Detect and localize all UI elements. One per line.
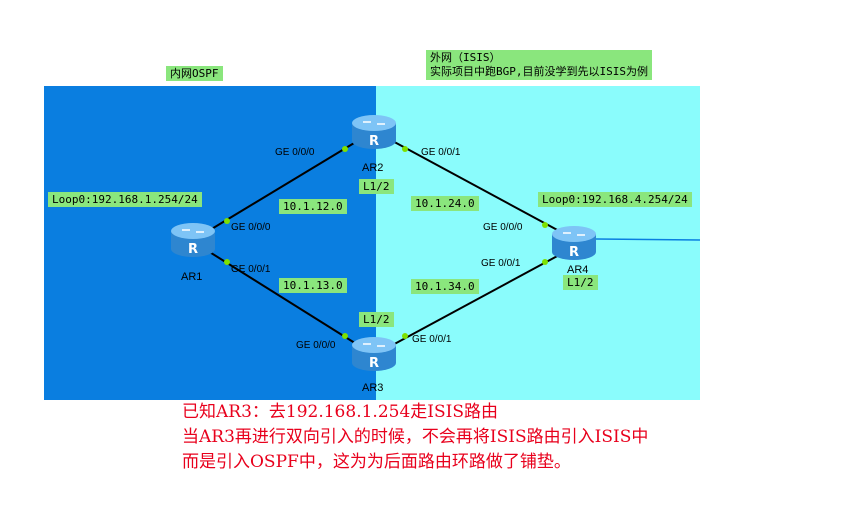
router-icon[interactable]: R bbox=[549, 222, 599, 266]
interface-ar1-ge000: GE 0/0/0 bbox=[231, 222, 271, 233]
port-dot-ar1-ge001 bbox=[224, 259, 230, 265]
svg-text:R: R bbox=[569, 245, 579, 260]
svg-text:R: R bbox=[369, 356, 379, 371]
explanation-note: 已知AR3：去192.168.1.254走ISIS路由 当AR3再进行双向引入的… bbox=[182, 400, 648, 475]
interface-ar2-ge001: GE 0/0/1 bbox=[421, 147, 461, 158]
port-dot-ar4-ge000 bbox=[542, 222, 548, 228]
note-line-3: 而是引入OSPF中，这为为后面路由环路做了铺垫。 bbox=[182, 452, 571, 472]
isis-level-ar3-tag: L1/2 bbox=[359, 312, 394, 327]
interface-ar4-ge000: GE 0/0/0 bbox=[483, 222, 523, 233]
ospf-area-label: 内网OSPF bbox=[166, 66, 223, 81]
port-dot-ar3-ge001 bbox=[402, 333, 408, 339]
port-dot-ar4-ge001 bbox=[542, 259, 548, 265]
interface-ar4-ge001: GE 0/0/1 bbox=[481, 258, 521, 269]
loopback-ar1-tag: Loop0:192.168.1.254/24 bbox=[48, 192, 202, 207]
subnet-ar2-ar4-tag: 10.1.24.0 bbox=[411, 196, 479, 211]
router-icon[interactable]: R bbox=[349, 111, 399, 155]
note-line-2: 当AR3再进行双向引入的时候，不会再将ISIS路由引入ISIS中 bbox=[182, 427, 649, 447]
port-dot-ar2-ge001 bbox=[402, 146, 408, 152]
interface-ar3-ge000: GE 0/0/0 bbox=[296, 340, 336, 351]
note-line-1: 已知AR3：去192.168.1.254走ISIS路由 bbox=[182, 402, 498, 422]
router-icon[interactable]: R bbox=[168, 219, 218, 263]
isis-area-label-note: 实际项目中跑BGP,目前没学到先以ISIS为例 bbox=[430, 65, 648, 78]
port-dot-ar3-ge000 bbox=[342, 333, 348, 339]
svg-text:R: R bbox=[188, 242, 198, 257]
router-name-ar1: AR1 bbox=[181, 271, 203, 283]
loopback-ar4-tag: Loop0:192.168.4.254/24 bbox=[538, 192, 692, 207]
subnet-ar3-ar4-tag: 10.1.34.0 bbox=[411, 279, 479, 294]
router-name-ar3: AR3 bbox=[362, 382, 384, 394]
port-dot-ar1-ge000 bbox=[224, 218, 230, 224]
isis-area-label-title: 外网（ISIS） bbox=[430, 51, 501, 64]
isis-area-label: 外网（ISIS） 实际项目中跑BGP,目前没学到先以ISIS为例 bbox=[426, 50, 652, 80]
interface-ar1-ge001: GE 0/0/1 bbox=[231, 264, 271, 275]
isis-area bbox=[376, 86, 700, 400]
subnet-ar1-ar2-tag: 10.1.12.0 bbox=[279, 199, 347, 214]
svg-text:R: R bbox=[369, 134, 379, 149]
router-icon[interactable]: R bbox=[349, 333, 399, 377]
link-ar4-external bbox=[595, 238, 701, 241]
interface-ar2-ge000: GE 0/0/0 bbox=[275, 147, 315, 158]
port-dot-ar2-ge000 bbox=[342, 146, 348, 152]
router-name-ar4: AR4 bbox=[567, 264, 589, 276]
interface-ar3-ge001: GE 0/0/1 bbox=[412, 334, 452, 345]
isis-level-ar2-tag: L1/2 bbox=[359, 179, 394, 194]
router-name-ar2: AR2 bbox=[362, 162, 384, 174]
isis-level-ar4-tag: L1/2 bbox=[563, 275, 598, 290]
subnet-ar1-ar3-tag: 10.1.13.0 bbox=[279, 278, 347, 293]
